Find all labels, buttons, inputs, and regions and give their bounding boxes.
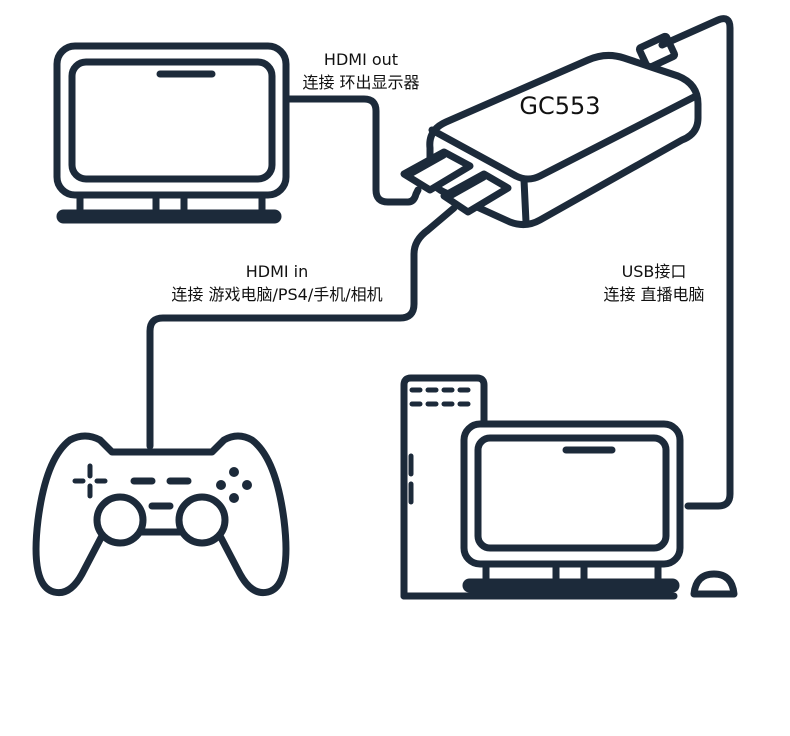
- monitor-icon: [53, 42, 290, 224]
- hdmi-in-title: HDMI in: [246, 262, 309, 281]
- usb-title: USB接口: [622, 262, 687, 281]
- usb-cable: [658, 15, 734, 510]
- hdmi-in-description: 连接 游戏电脑/PS4/手机/相机: [171, 285, 382, 304]
- mouse-icon: [690, 570, 738, 598]
- hdmi-out-port: [400, 148, 474, 194]
- hdmi-out-cable: [282, 95, 422, 206]
- hdmi-in-port: [440, 170, 512, 216]
- gamepad-icon: [32, 432, 290, 597]
- hdmi-in-cable: [146, 204, 458, 450]
- hdmi-out-description: 连接 环出显示器: [302, 73, 419, 92]
- hdmi-out-title: HDMI out: [324, 50, 398, 69]
- usb-description: 连接 直播电脑: [603, 285, 704, 304]
- device-name: GC553: [519, 92, 600, 120]
- capture-box-icon: [400, 32, 702, 229]
- desktop-computer-icon: [400, 374, 684, 600]
